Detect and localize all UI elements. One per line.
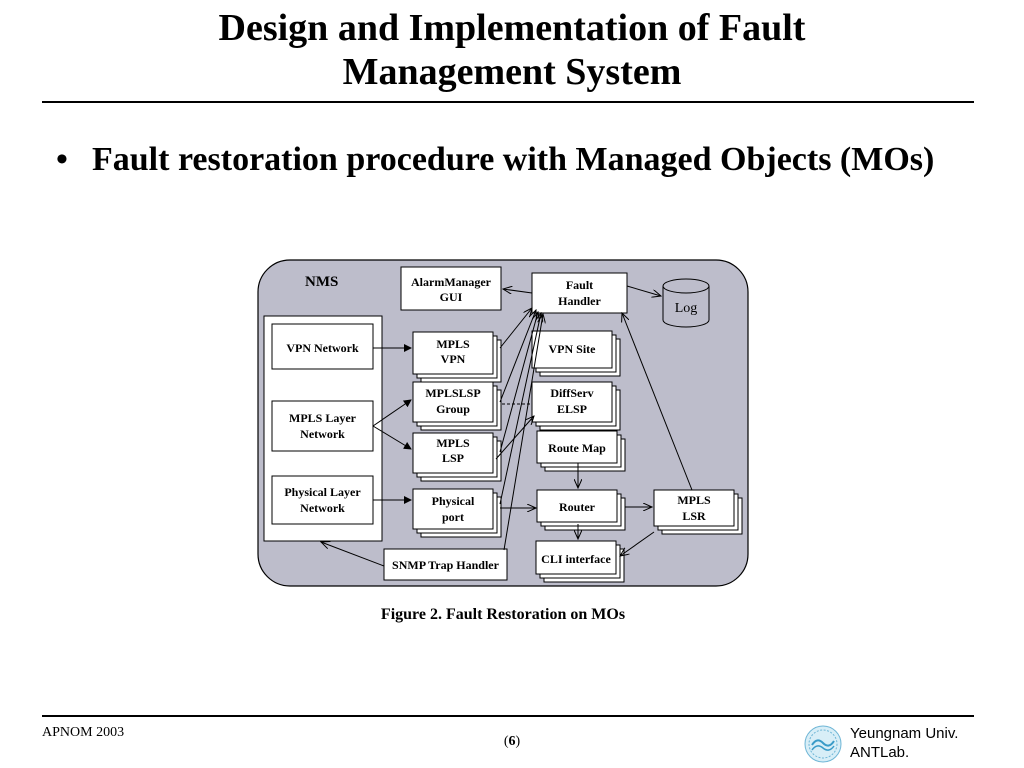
mpls-vpn-label-2: VPN (441, 352, 466, 366)
page-number-close: ) (515, 734, 521, 749)
figure-caption: Figure 2. Fault Restoration on MOs (380, 606, 626, 623)
alarm-manager-gui-box: AlarmManager GUI (400, 266, 502, 311)
fault-handler-box: Fault Handler (531, 272, 628, 314)
nms-label: NMS (305, 274, 338, 290)
organization-line-1: Yeungnam Univ. (850, 725, 959, 742)
vpn-network-box: VPN Network (271, 323, 374, 370)
fault-handler-label-1: Fault (566, 278, 593, 292)
title-divider (42, 101, 974, 103)
organization-name: Yeungnam Univ. ANTLab. (850, 724, 958, 762)
mpls-vpn-mo-stack: MPLS VPN (412, 331, 502, 383)
cli-interface-label: CLI interface (541, 552, 611, 566)
mpls-lsp-mo-stack: MPLS LSP (412, 432, 502, 482)
log-label: Log (675, 301, 698, 316)
physical-layer-network-label-2: Network (300, 501, 345, 515)
alarm-manager-label-2: GUI (440, 290, 463, 304)
bullet-marker: • (56, 141, 68, 178)
vpn-network-label: VPN Network (286, 341, 359, 355)
diffserv-elsp-label-1: DiffServ (550, 386, 593, 400)
page-number-open: ( (503, 734, 509, 749)
mplslsp-group-label-1: MPLSLSP (425, 386, 480, 400)
router-mo-stack: Router (536, 489, 626, 531)
snmp-trap-handler-box: SNMP Trap Handler (383, 548, 508, 581)
slide-title-line-1: Design and Implementation of Fault (218, 7, 806, 49)
page-number-value: 6 (508, 734, 516, 749)
mpls-lsr-label-1: MPLS (677, 493, 711, 507)
mpls-layer-network-box: MPLS Layer Network (271, 400, 374, 452)
university-logo-icon (804, 725, 842, 763)
diagram-connectors (321, 285, 693, 567)
bullet-text: Fault restoration procedure with Managed… (92, 141, 935, 178)
footer-divider (42, 715, 974, 717)
physical-port-label-2: port (442, 510, 464, 524)
route-map-label: Route Map (548, 441, 606, 455)
mplslsp-group-label-2: Group (436, 402, 470, 416)
mpls-lsr-label-2: LSR (682, 509, 706, 523)
physical-layer-network-label-1: Physical Layer (284, 485, 361, 499)
mpls-vpn-label-1: MPLS (436, 337, 470, 351)
mpls-layer-network-label-1: MPLS Layer (289, 411, 357, 425)
mpls-lsr-mo-stack: MPLS LSR (653, 489, 743, 535)
slide-title-line-2: Management System (342, 51, 682, 93)
mplslsp-group-mo-stack: MPLSLSP Group (412, 381, 502, 431)
physical-port-mo-stack: Physical port (412, 488, 502, 538)
diffserv-elsp-mo-stack: DiffServ ELSP (531, 381, 621, 431)
route-map-mo-stack: Route Map (536, 430, 626, 472)
vpn-site-label: VPN Site (549, 342, 597, 356)
physical-layer-network-box: Physical Layer Network (271, 475, 374, 525)
bullet-point: • Fault restoration procedure with Manag… (56, 137, 986, 183)
fault-handler-label-2: Handler (558, 294, 601, 308)
organization-line-2: ANTLab. (850, 744, 910, 761)
footer-conference: APNOM 2003 (42, 725, 125, 740)
router-label: Router (559, 500, 596, 514)
mpls-lsp-label-1: MPLS (436, 436, 470, 450)
fault-restoration-diagram: NMS VPN Network MPLS Layer Network Physi… (252, 256, 754, 592)
diffserv-elsp-label-2: ELSP (557, 402, 587, 416)
physical-port-label-1: Physical (432, 494, 475, 508)
mpls-layer-network-label-2: Network (300, 427, 345, 441)
cli-interface-mo-stack: CLI interface (535, 540, 625, 583)
snmp-trap-handler-label: SNMP Trap Handler (392, 558, 500, 572)
log-database-icon: Log (662, 278, 710, 328)
vpn-site-mo-stack: VPN Site (531, 330, 621, 377)
alarm-manager-label-1: AlarmManager (411, 275, 492, 289)
mpls-lsp-label-2: LSP (442, 451, 464, 465)
slide-title: Design and Implementation of Fault Manag… (0, 6, 1024, 94)
page-number: (6) (0, 734, 1024, 750)
